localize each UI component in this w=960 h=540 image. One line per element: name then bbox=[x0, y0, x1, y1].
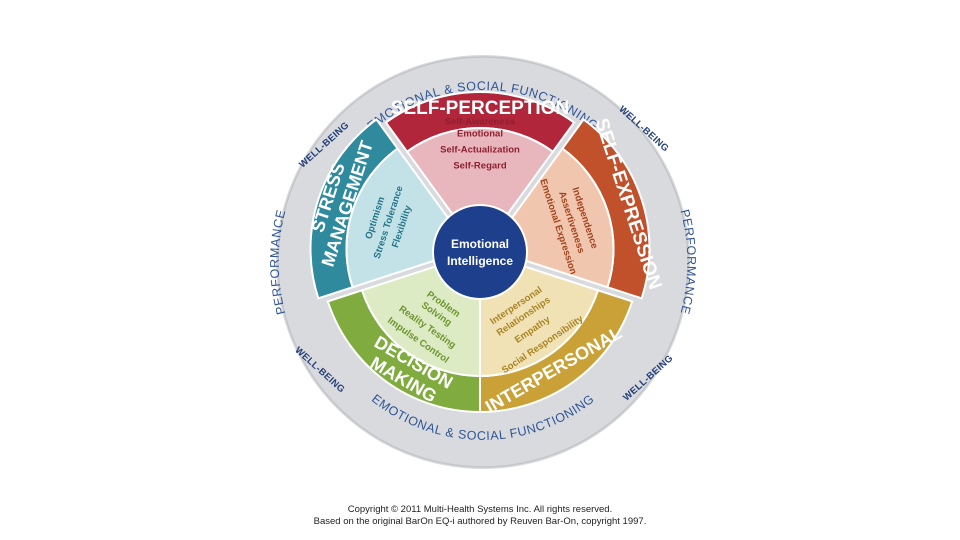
center-label-line1: Emotional bbox=[451, 237, 509, 251]
self-perception-inner-wedge bbox=[405, 127, 555, 254]
outer-ring-edge bbox=[277, 56, 689, 468]
self-perception-subscale-1: Self-Regard bbox=[453, 161, 507, 172]
ring-label-right: PERFORMANCE bbox=[678, 208, 699, 316]
center-label-line2: Intelligence bbox=[447, 254, 513, 268]
ring-label-left: PERFORMANCE bbox=[268, 208, 289, 316]
copyright-line2: Based on the original BarOn EQ-i authore… bbox=[313, 516, 647, 527]
self-perception-title-line-1: SELF-PERCEPTION bbox=[391, 98, 569, 119]
self-perception-subscale-4: Self-Awareness bbox=[445, 117, 516, 128]
composite-self-perception: SELF-PERCEPTION Self-Regard Self-Actualiza… bbox=[384, 90, 576, 254]
center-hub: Emotional Intelligence bbox=[432, 204, 528, 300]
self-perception-subscale-2: Self-Actualization bbox=[440, 145, 520, 156]
self-perception-subscale-3: Emotional bbox=[457, 129, 503, 140]
center-circle bbox=[432, 204, 528, 300]
copyright-line1: Copyright © 2011 Multi-Health Systems In… bbox=[347, 504, 613, 515]
